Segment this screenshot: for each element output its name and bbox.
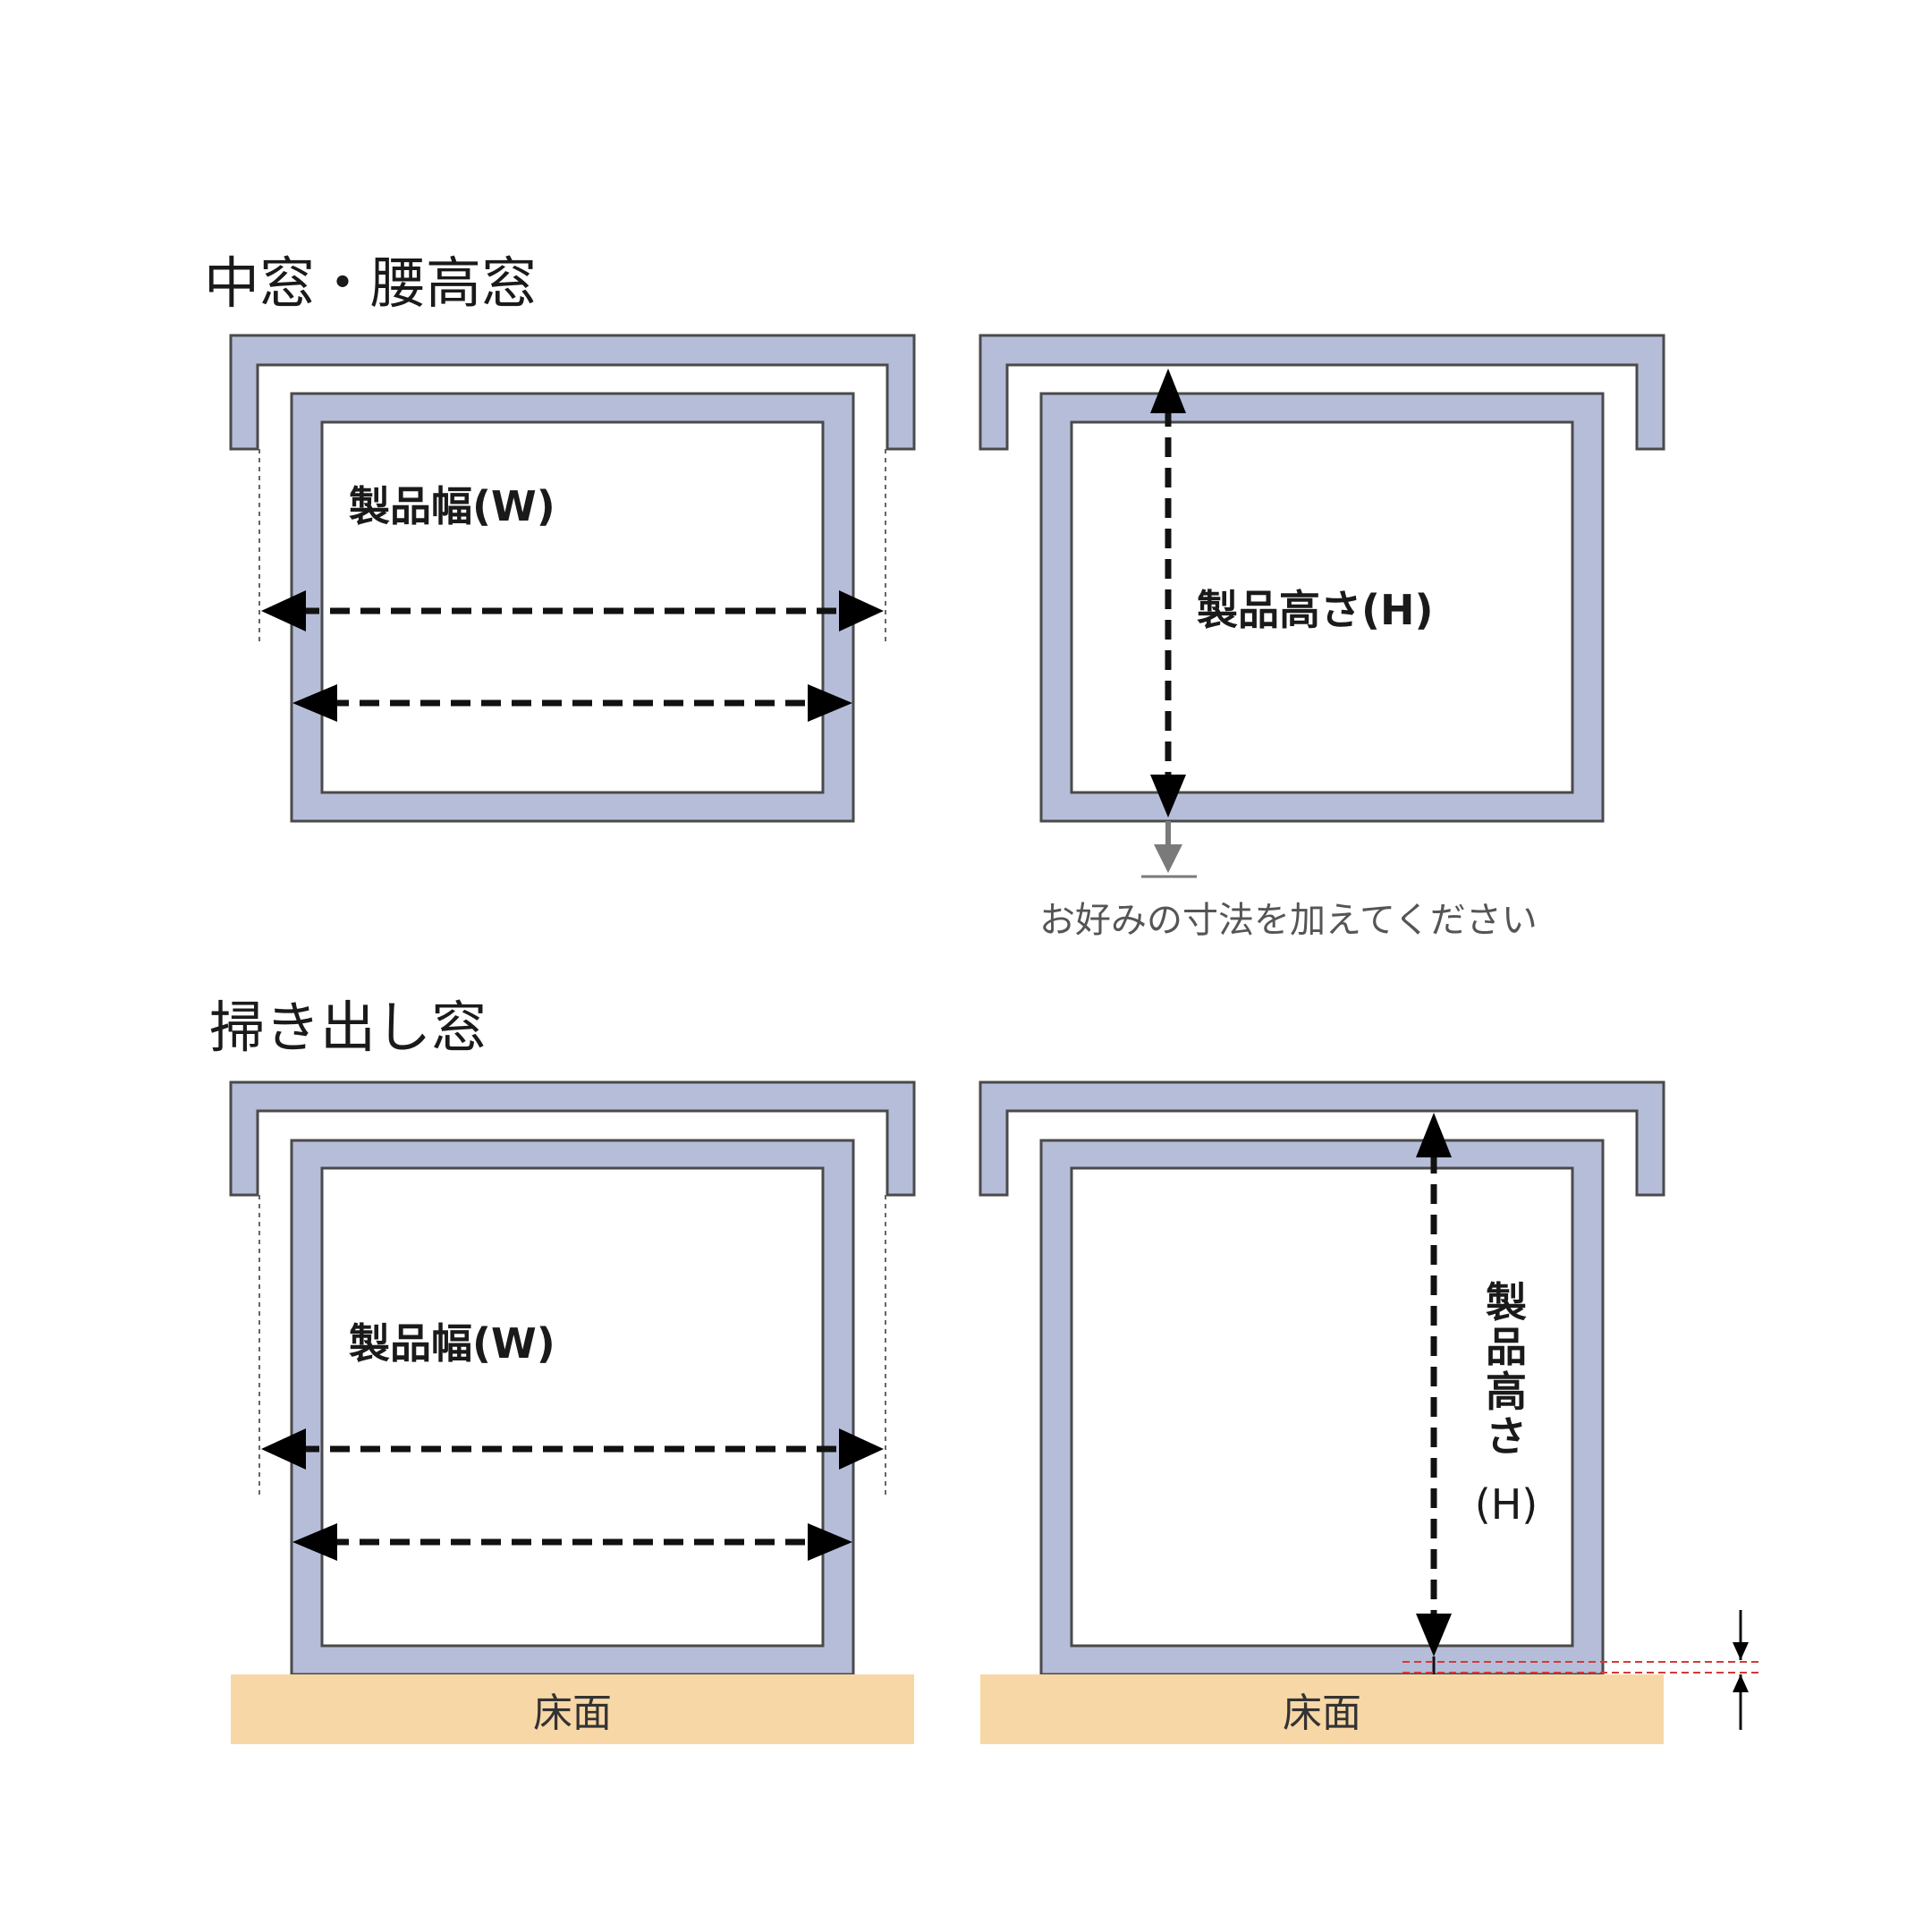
curtain-rail-box [979, 1080, 1665, 1197]
floor-label: 床面 [1283, 1690, 1361, 1736]
extra-length-note: お好みの寸法を加えてください [1039, 900, 1538, 941]
arrow-head-down [1150, 775, 1186, 818]
floor [980, 1674, 1664, 1744]
height-label-unit: (H) [1475, 1480, 1538, 1529]
extra-length-arrow-head [1154, 844, 1182, 873]
arrow-head-left [261, 590, 306, 631]
curtain-rail-box [979, 334, 1665, 451]
arrow-head-down [1416, 1614, 1452, 1657]
height-label-char: 高 [1486, 1368, 1527, 1416]
window-pane [1070, 1166, 1574, 1648]
height-label-char: 品 [1486, 1323, 1527, 1371]
panel-middle-window-width: 製品幅(W) [229, 334, 916, 823]
window-pane [1070, 420, 1574, 794]
arrow-head-left [292, 1523, 337, 1561]
window-pane [320, 420, 825, 794]
clearance-arrow-head-down [1733, 1642, 1749, 1660]
width-label: 製品幅(W) [349, 482, 555, 530]
panel-floor-window-height: 製 品 高 さ (H) 床面 [979, 1080, 1760, 1744]
curtain-rail-box [229, 334, 916, 451]
arrow-head-right [839, 590, 884, 631]
section-title-middle-window: 中窓・腰高窓 [204, 250, 537, 316]
height-label-vertical: 製 品 高 さ (H) [1475, 1278, 1538, 1529]
clearance-arrow-head-up [1733, 1674, 1749, 1692]
arrow-head-up [1150, 369, 1186, 413]
panel-middle-window-height: 製品高さ(H) お好みの寸法を加えてください [979, 334, 1665, 941]
arrow-head-left [261, 1428, 306, 1470]
width-label: 製品幅(W) [349, 1319, 555, 1368]
curtain-rail-box [229, 1080, 916, 1197]
arrow-head-right [839, 1428, 884, 1470]
height-label-char: さ [1486, 1412, 1527, 1461]
height-label: 製品高さ(H) [1197, 586, 1434, 634]
section-title-floor-window: 掃き出し窓 [209, 995, 487, 1060]
floor-label: 床面 [533, 1690, 612, 1736]
height-label-char: 製 [1486, 1278, 1527, 1326]
arrow-head-right [808, 1523, 852, 1561]
panel-floor-window-width: 製品幅(W) 床面 [229, 1080, 916, 1744]
window-pane [320, 1166, 825, 1648]
floor [231, 1674, 914, 1744]
arrow-head-left [292, 684, 337, 722]
arrow-head-right [808, 684, 852, 722]
arrow-head-up [1416, 1113, 1452, 1157]
